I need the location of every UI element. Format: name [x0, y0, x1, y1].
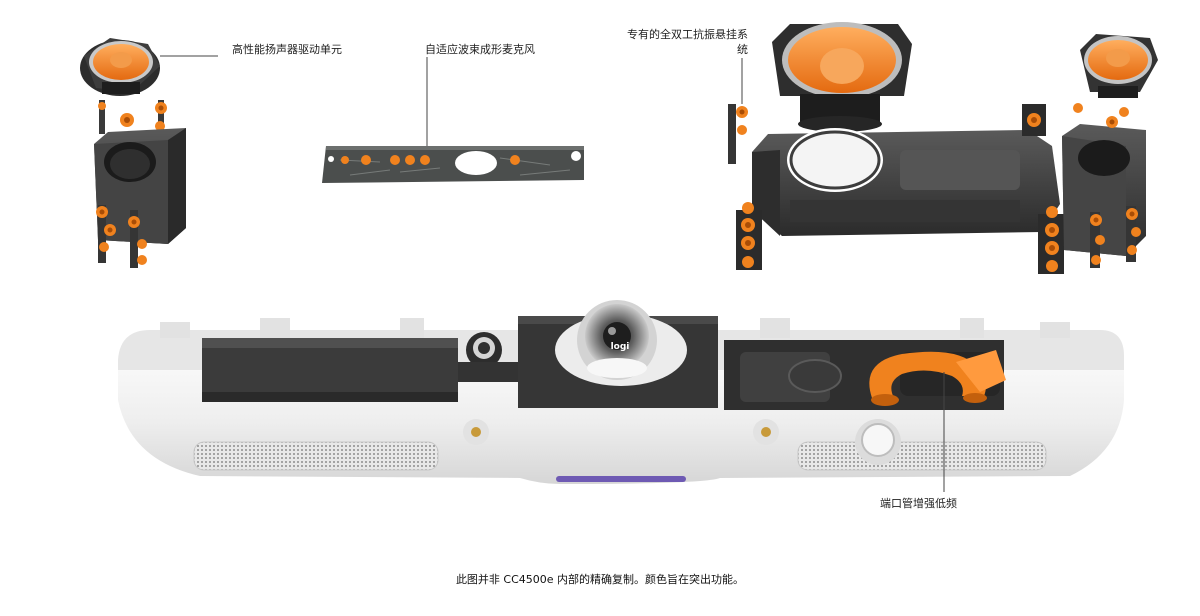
bass-port-opening: [855, 419, 901, 465]
suspension-housing: [752, 128, 1060, 236]
camera-logo: logi: [611, 342, 630, 352]
left-speaker-grille: [193, 441, 439, 471]
right-speaker-grille: [797, 441, 1047, 471]
soundbar-left-internal: [202, 332, 518, 402]
label-suspension-system: 专有的全双工抗振悬挂系统: [627, 28, 748, 56]
label-bass-port: 端口管增强低频: [880, 497, 957, 510]
center-speaker-driver: [772, 22, 912, 132]
label-speaker-driver: 高性能扬声器驱动单元: [232, 43, 342, 56]
disclaimer-caption: 此图并非 CC4500e 内部的精确复制。颜色旨在突出功能。: [455, 573, 745, 586]
right-speaker-housing: [1062, 103, 1146, 268]
left-suspension-mounts-top: [98, 100, 167, 134]
camera-module: logi: [518, 300, 718, 408]
mount-screw-right: [753, 419, 779, 445]
bass-port-tube: [869, 350, 1006, 406]
mount-screw-left: [463, 419, 489, 445]
left-suspension-mounts-bottom: [96, 205, 147, 268]
left-speaker-driver: [80, 38, 160, 96]
right-speaker-driver: [1080, 34, 1158, 98]
status-light-bar: [556, 476, 686, 482]
left-speaker-housing: [94, 128, 186, 244]
mic-array-board: [322, 146, 584, 183]
right-suspension-mounts: [728, 104, 1064, 274]
label-mic-array: 自适应波束成形麦克风: [425, 43, 535, 56]
